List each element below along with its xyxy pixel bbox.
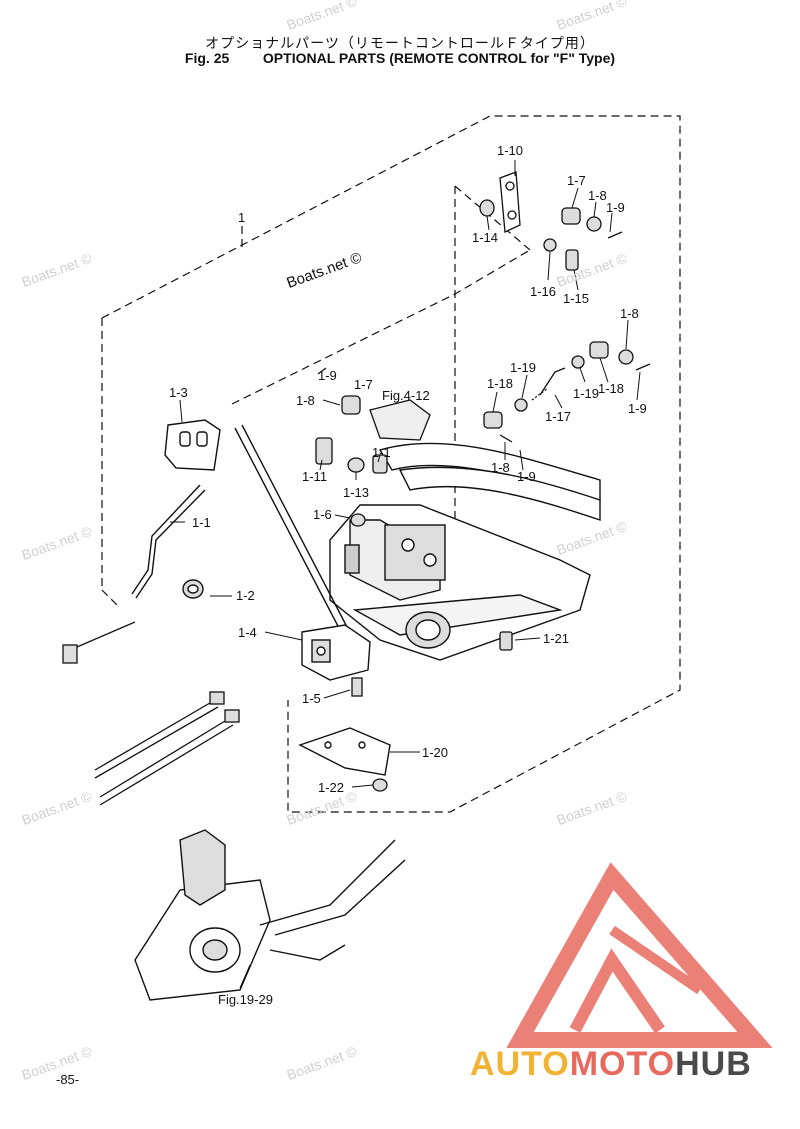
part-label: 1-20	[422, 745, 448, 760]
title-japanese: オプショナルパーツ（リモートコントロールＦタイプ用）	[205, 35, 595, 51]
remote-control-box	[134, 829, 406, 1001]
part-label: 1-5	[302, 691, 321, 706]
part-label: 1-8	[620, 306, 639, 321]
part-label: 1-8	[491, 460, 510, 475]
part-label: 1-21	[543, 631, 569, 646]
part-label: 1-22	[318, 780, 344, 795]
part-label: 1-19	[573, 386, 599, 401]
part-label: 1-4	[238, 625, 257, 640]
title-english: Fig. 25 OPTIONAL PARTS (REMOTE CONTROL fo…	[0, 50, 800, 66]
part-label: 1-13	[343, 485, 369, 500]
part-label: 1-14	[472, 230, 498, 245]
bracket-1-4	[301, 624, 371, 681]
page-number: -85-	[56, 1072, 80, 1087]
part-label: 1-7	[567, 173, 586, 188]
part-label: 1-19	[510, 360, 536, 375]
assembly-boundary	[101, 115, 681, 813]
part-label: 1-11	[302, 469, 327, 484]
part-label: 1-9	[318, 368, 337, 383]
part-label: 1-2	[236, 588, 255, 603]
part-label: 1-8	[296, 393, 315, 408]
automotohub-logo-icon	[506, 862, 773, 1048]
control-cables	[62, 621, 240, 806]
part-label: 1-18	[598, 381, 624, 396]
part-label: 1-16	[530, 284, 556, 299]
grommet-1-2	[182, 579, 204, 599]
small-parts	[315, 171, 651, 792]
part-label: 1-18	[487, 376, 513, 391]
leader-lines	[170, 160, 641, 989]
figure-title: OPTIONAL PARTS (REMOTE CONTROL for "F" T…	[262, 50, 616, 66]
part-label: 1-10	[497, 143, 523, 158]
part-label: 1-17	[545, 409, 571, 424]
part-label: 1-9	[606, 200, 625, 215]
part-label: 1-6	[313, 507, 332, 522]
bracket-assembly	[329, 442, 601, 661]
reference-label: Fig.4-12	[382, 388, 430, 403]
assembly-label: 1	[238, 210, 245, 225]
part-label: 1-9	[628, 401, 647, 416]
part-label: 1-15	[563, 291, 589, 306]
part-label: 1-7	[354, 377, 373, 392]
part-label: 1-8	[588, 188, 607, 203]
figure-number: Fig. 25	[184, 50, 230, 66]
link-rod	[131, 424, 348, 631]
reference-label: Fig.19-29	[218, 992, 273, 1007]
plate-1-20	[298, 727, 391, 776]
part-label: 1-1	[372, 445, 391, 460]
part-label: 1-3	[169, 385, 188, 400]
cover-1-3	[164, 419, 221, 471]
part-label: 1-9	[517, 469, 536, 484]
automotohub-brand: AUTOMOTOHUB	[470, 1045, 752, 1083]
part-label: 1-1	[192, 515, 211, 530]
